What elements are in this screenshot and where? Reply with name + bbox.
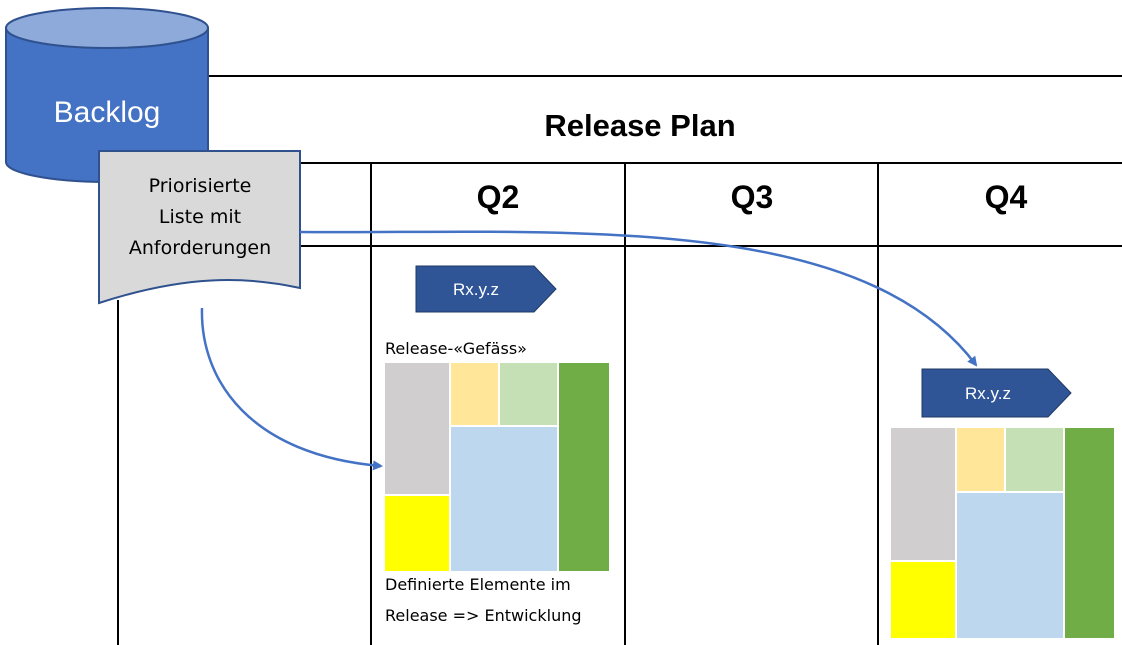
q2-block-green	[557, 361, 611, 573]
arrow-to-q4-release	[299, 230, 978, 367]
q2-caption-line-1: Definierte Elemente im	[385, 575, 571, 594]
q4-tag-label: Rx.y.z	[965, 384, 1011, 403]
quarter-header-q4: Q4	[985, 179, 1028, 215]
arrow-to-q2-release	[200, 307, 383, 471]
q2-caption-line-2: Release => Entwicklung	[385, 606, 582, 625]
document-line-3: Anforderungen	[129, 237, 271, 259]
q2-block-blue	[449, 425, 559, 573]
q4-block-lightgreen	[1004, 426, 1065, 493]
q2-release-tag: Rx.y.z	[415, 265, 557, 313]
release-plan-title: Release Plan	[544, 108, 735, 143]
q4-block-blue	[955, 491, 1065, 640]
q2-tag-shape	[415, 265, 557, 313]
quarter-header-q3: Q3	[731, 179, 774, 215]
q4-block-orange	[955, 426, 1006, 493]
q2-block-lightgreen	[498, 361, 559, 427]
release-plan-grid	[117, 75, 1122, 645]
q4-tag-shape	[921, 368, 1072, 418]
q2-container-label: Release-«Gefäss»	[385, 339, 527, 358]
backlog-database: Backlog	[5, 7, 209, 183]
q4-release-tag: Rx.y.z	[921, 368, 1072, 418]
quarter-header-q2: Q2	[477, 179, 520, 215]
q2-block-orange	[449, 361, 500, 427]
q4-block-gray	[889, 426, 957, 562]
prioritized-list-document: Priorisierte Liste mit Anforderungen	[98, 150, 301, 305]
q2-tag-label: Rx.y.z	[453, 280, 499, 299]
q2-block-yellow	[383, 494, 451, 573]
backlog-label: Backlog	[54, 96, 161, 129]
q4-release-container	[889, 426, 1116, 640]
q2-release-container	[383, 361, 611, 573]
q4-block-green	[1063, 426, 1116, 640]
q4-block-yellow	[889, 560, 957, 640]
backlog-cylinder-top	[5, 7, 209, 49]
document-shape	[98, 150, 301, 305]
q2-block-gray	[383, 361, 451, 496]
document-line-2: Liste mit	[159, 206, 241, 228]
document-line-1: Priorisierte	[149, 175, 252, 197]
